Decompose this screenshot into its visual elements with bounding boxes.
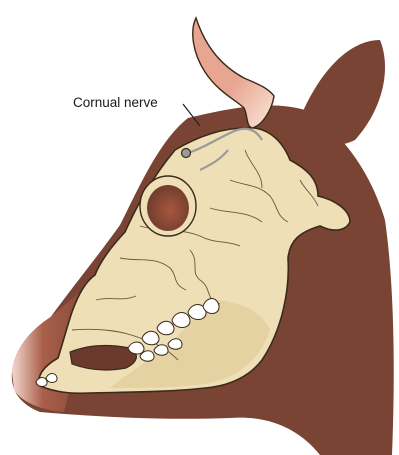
orbit-cavity: [147, 185, 189, 231]
cornual-nerve-callout: Cornual nerve: [73, 95, 200, 126]
cornual-nerve-label: Cornual nerve: [73, 95, 158, 110]
eye-orbit: [140, 176, 196, 236]
nasal-opening: [70, 345, 136, 370]
nerve-foramen-marker: [182, 149, 191, 158]
